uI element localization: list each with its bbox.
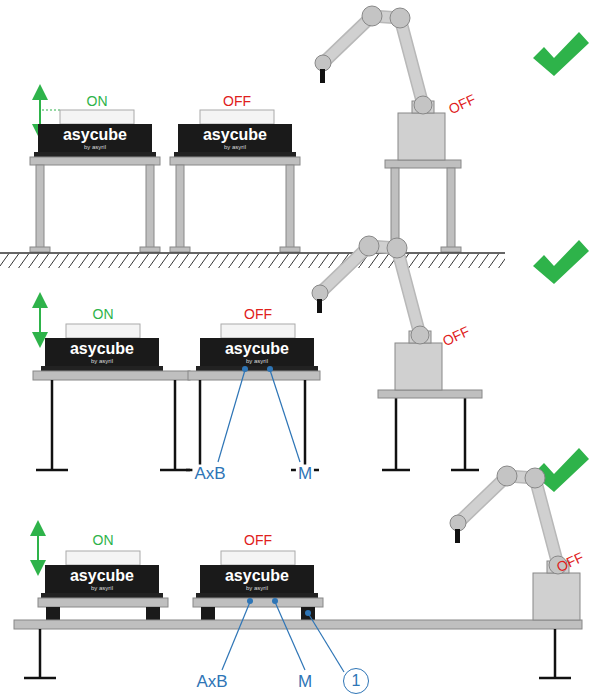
state-label: OFF	[244, 307, 272, 321]
node-subtext: by asyril	[91, 358, 113, 364]
node-subtext: by asyril	[246, 585, 268, 591]
node-text: asycube	[203, 127, 267, 143]
node-subtext: by asyril	[91, 585, 113, 591]
part-label: AxB	[192, 465, 227, 482]
node-text: asycube	[70, 341, 134, 357]
part-label: M	[296, 465, 314, 482]
node-subtext: by asyril	[246, 358, 268, 364]
node-text: 1	[352, 673, 361, 689]
state-label: OFF	[244, 533, 272, 547]
asycube-feeder: asycubeby asyril	[178, 124, 292, 152]
node-text: asycube	[225, 341, 289, 357]
asycube-feeder: asycubeby asyril	[200, 338, 314, 366]
asycube-feeder: asycubeby asyril	[38, 124, 152, 152]
part-label: AxB	[194, 673, 229, 690]
state-label: OFF	[440, 324, 471, 349]
asycube-feeder: asycubeby asyril	[45, 338, 159, 366]
node-text: asycube	[70, 568, 134, 584]
state-label: ON	[87, 94, 108, 108]
state-label: ON	[93, 533, 114, 547]
part-label: M	[296, 673, 314, 690]
state-label: OFF	[223, 94, 251, 108]
node-subtext: by asyril	[84, 144, 106, 150]
state-label: OFF	[446, 92, 477, 117]
node-text: asycube	[225, 568, 289, 584]
asycube-feeder: asycubeby asyril	[45, 565, 159, 593]
asycube-feeder: asycubeby asyril	[200, 565, 314, 593]
callout-number: 1	[343, 668, 369, 694]
state-label: ON	[93, 307, 114, 321]
node-text: asycube	[63, 127, 127, 143]
node-subtext: by asyril	[224, 144, 246, 150]
